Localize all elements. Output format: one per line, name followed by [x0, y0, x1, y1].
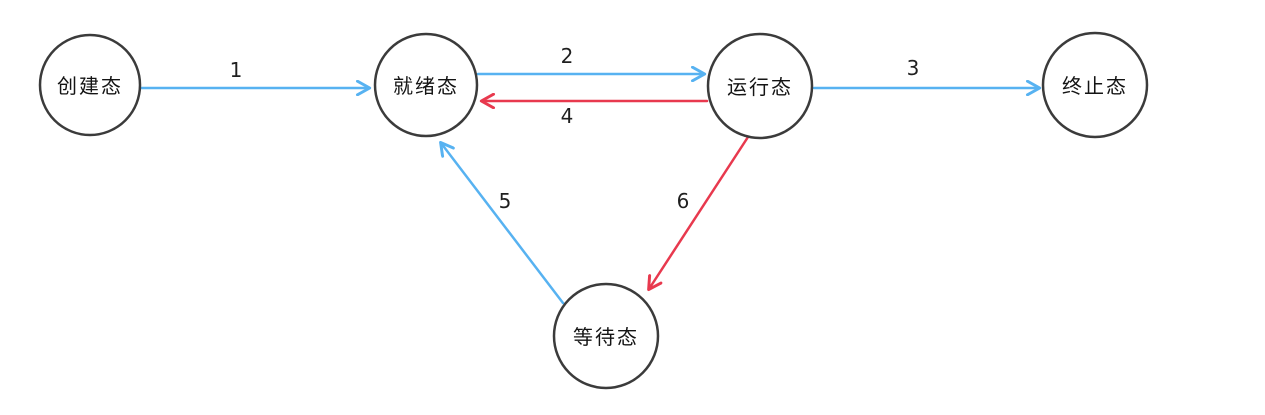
node-ready-label: 就绪态 [393, 74, 459, 98]
edge-created-to-ready: 1 [139, 58, 369, 88]
edge-5-label: 5 [499, 189, 512, 213]
edge-4-label: 4 [561, 104, 574, 128]
edge-2-label: 2 [561, 44, 574, 68]
edge-running-to-ready: 4 [482, 101, 709, 128]
edge-ready-to-running: 2 [476, 44, 704, 74]
node-ready: 就绪态 [373, 32, 479, 138]
node-created-label: 创建态 [57, 74, 123, 98]
node-terminated-circle [1041, 31, 1149, 139]
node-waiting: 等待态 [552, 282, 660, 390]
edge-running-to-terminated: 3 [812, 56, 1039, 88]
edge-6-arrow [649, 135, 750, 289]
edge-waiting-to-ready: 5 [441, 143, 565, 305]
node-running-label: 运行态 [727, 75, 793, 99]
node-ready-circle [373, 32, 479, 138]
node-waiting-circle [552, 282, 660, 390]
edge-6-label: 6 [677, 189, 690, 213]
node-terminated-label: 终止态 [1062, 74, 1128, 98]
node-created-circle [38, 33, 142, 137]
node-terminated: 终止态 [1041, 31, 1149, 139]
node-running-circle [706, 32, 814, 140]
edge-1-label: 1 [230, 58, 243, 82]
edge-running-to-waiting: 6 [649, 135, 750, 289]
node-running: 运行态 [706, 32, 814, 140]
node-waiting-label: 等待态 [573, 325, 639, 349]
node-created: 创建态 [38, 33, 142, 137]
edge-3-label: 3 [907, 56, 920, 80]
edge-5-arrow [441, 143, 565, 305]
